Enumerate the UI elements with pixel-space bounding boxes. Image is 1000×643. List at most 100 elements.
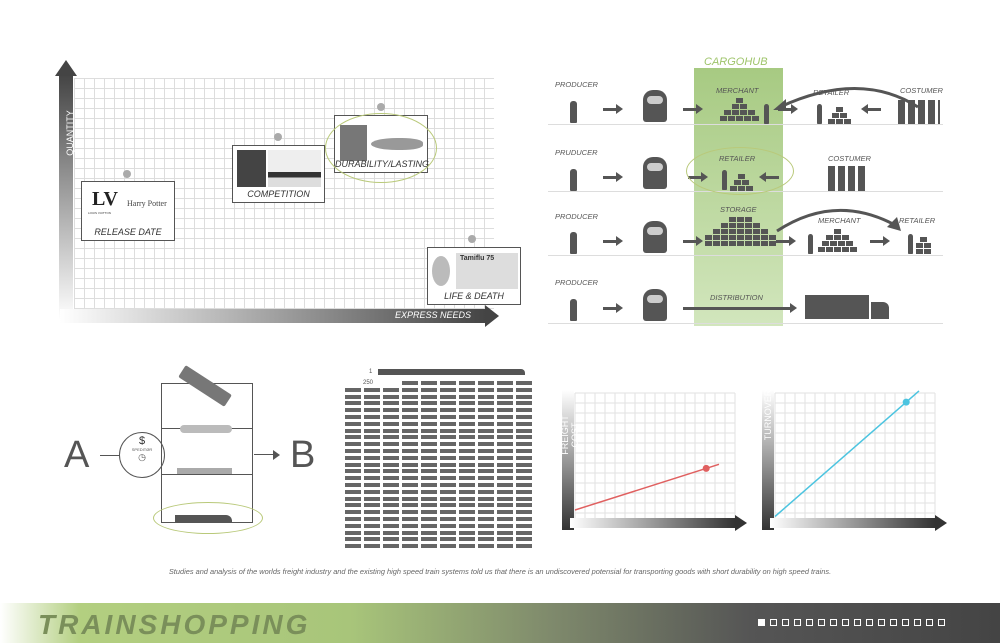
truck-unit-icon [402, 421, 418, 426]
chart2-xlabel: KM/H [912, 527, 935, 537]
truck-unit-icon [440, 510, 456, 515]
truck-unit-icon [383, 394, 399, 399]
truck-unit-icon [364, 449, 380, 453]
truck-unit-icon [478, 544, 494, 549]
footer-bar: TRAINSHOPPING [0, 603, 1000, 643]
kidney-image [432, 256, 450, 286]
truck-unit-icon [516, 442, 532, 447]
page-indicator[interactable] [806, 619, 813, 626]
truck-unit-icon [497, 517, 513, 521]
truck-unit-icon [516, 530, 532, 535]
truck-unit-icon [402, 517, 418, 521]
truck-unit-icon [516, 496, 532, 501]
truck-unit-icon [440, 544, 456, 549]
truck-unit-icon [459, 489, 475, 494]
truck-unit-icon [440, 394, 456, 399]
truck-unit-icon [402, 428, 418, 433]
truck-unit-icon [421, 523, 437, 528]
truck-unit-icon [459, 442, 475, 447]
truck-unit-icon [345, 510, 361, 515]
truck-unit-icon [497, 503, 513, 508]
truck-icon [177, 468, 232, 474]
truck-unit-icon [516, 428, 532, 433]
page-indicator[interactable] [770, 619, 777, 626]
truck-unit-icon [345, 530, 361, 535]
truck-unit-icon [440, 401, 456, 406]
pagination[interactable] [758, 619, 950, 626]
page-indicator[interactable] [758, 619, 765, 626]
truck-unit-icon [421, 489, 437, 494]
truck-unit-icon [478, 517, 494, 521]
truck-unit-icon [497, 530, 513, 535]
truck-unit-icon [478, 455, 494, 460]
truck-unit-icon [497, 462, 513, 467]
page-indicator[interactable] [890, 619, 897, 626]
truck-unit-icon [516, 449, 532, 453]
truck-unit-icon [497, 428, 513, 433]
highlight-ellipse [686, 147, 794, 195]
sofa-image [268, 150, 321, 187]
truck-unit-icon [497, 489, 513, 494]
truck-unit-icon [497, 510, 513, 515]
truck-unit-icon [459, 483, 475, 487]
truck-unit-icon [383, 415, 399, 419]
truck-unit-icon [364, 496, 380, 501]
y-axis-arrow [59, 74, 73, 320]
truck-unit-icon [516, 476, 532, 481]
truck-unit-icon [459, 496, 475, 501]
truck-unit-icon [478, 435, 494, 440]
truck-unit-icon [440, 455, 456, 460]
truck-unit-icon [421, 421, 437, 426]
truck-unit-icon [440, 489, 456, 494]
page-indicator[interactable] [854, 619, 861, 626]
truck-unit-icon [402, 530, 418, 535]
truck-unit-icon [497, 537, 513, 542]
truck-unit-icon [345, 455, 361, 460]
truck-unit-icon [478, 408, 494, 413]
truck-unit-icon [364, 401, 380, 406]
truck-unit-icon [402, 537, 418, 542]
truck-unit-icon [440, 462, 456, 467]
truck-unit-icon [440, 415, 456, 419]
customers-icon [898, 100, 940, 124]
truck-unit-icon [402, 544, 418, 549]
truck-unit-icon [364, 428, 380, 433]
truck-unit-icon [459, 530, 475, 535]
truck-unit-icon [345, 394, 361, 399]
truck-unit-icon [383, 442, 399, 447]
truck-unit-icon [478, 537, 494, 542]
truck-unit-icon [440, 469, 456, 474]
truck-unit-icon [383, 428, 399, 433]
page-indicator[interactable] [830, 619, 837, 626]
page-indicator[interactable] [818, 619, 825, 626]
truck-unit-icon [516, 455, 532, 460]
page-indicator[interactable] [794, 619, 801, 626]
page-indicator[interactable] [782, 619, 789, 626]
truck-unit-icon [345, 387, 361, 392]
truck-unit-icon [364, 483, 380, 487]
truck-unit-icon [497, 469, 513, 474]
page-indicator[interactable] [866, 619, 873, 626]
truck-unit-icon [516, 503, 532, 508]
truck-unit-icon [421, 455, 437, 460]
truck-unit-icon [440, 537, 456, 542]
page-indicator[interactable] [878, 619, 885, 626]
truck-unit-icon [402, 415, 418, 419]
page-indicator[interactable] [926, 619, 933, 626]
page-indicator[interactable] [842, 619, 849, 626]
truck-unit-icon [383, 469, 399, 474]
truck-unit-icon [421, 408, 437, 413]
truck-unit-icon [516, 394, 532, 399]
page-indicator[interactable] [914, 619, 921, 626]
truck-unit-icon [478, 421, 494, 426]
page-indicator[interactable] [902, 619, 909, 626]
retailer-icon [817, 104, 822, 124]
truck-unit-icon [383, 455, 399, 460]
truck-unit-icon [516, 387, 532, 392]
truck-unit-icon [459, 517, 475, 521]
truck-unit-icon [497, 523, 513, 528]
line-charts [562, 390, 947, 531]
truck-unit-icon [478, 428, 494, 433]
truck-unit-icon [421, 401, 437, 406]
page-indicator[interactable] [938, 619, 945, 626]
